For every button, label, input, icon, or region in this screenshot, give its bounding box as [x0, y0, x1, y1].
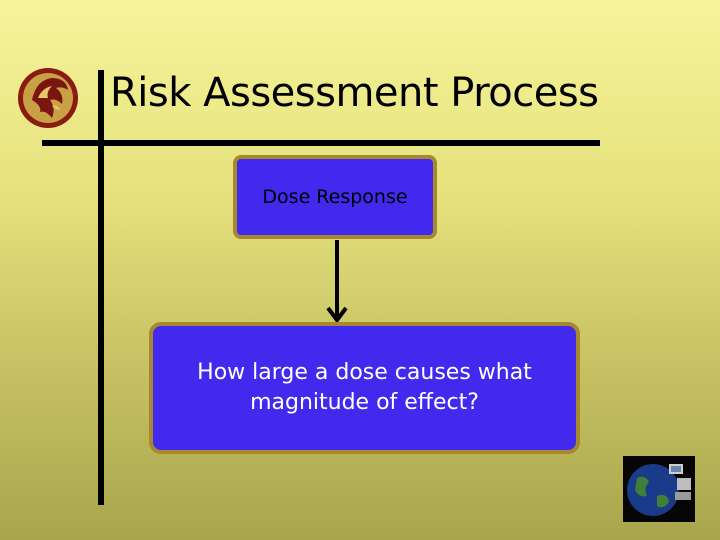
question-box: How large a dose causes what magnitude o… — [149, 322, 580, 454]
question-label: How large a dose causes what magnitude o… — [197, 360, 532, 415]
slide-title: Risk Assessment Process — [110, 70, 599, 116]
dose-response-label: Dose Response — [262, 186, 408, 208]
pegasus-logo-icon — [12, 60, 82, 132]
down-arrow-icon — [325, 240, 349, 328]
horizontal-divider — [42, 140, 600, 146]
globe-computer-icon — [623, 456, 695, 522]
dose-response-box: Dose Response — [233, 155, 437, 239]
vertical-divider — [98, 70, 104, 505]
